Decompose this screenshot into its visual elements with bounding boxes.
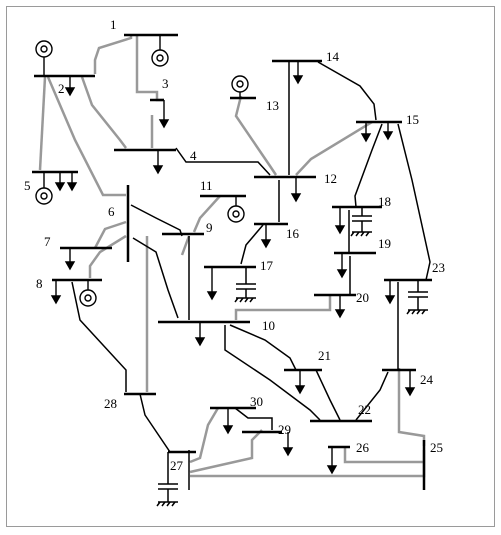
load-arrow-icon: [290, 177, 302, 203]
load-arrow-icon: [152, 150, 164, 175]
bus-label-10: 10: [262, 318, 275, 333]
bus-labels: 1 2 3 4 5 6 7 8 9 10 11 12 13 14 15 16 1…: [24, 17, 445, 473]
loads: [50, 61, 416, 475]
bus-label-2: 2: [58, 81, 65, 96]
generator-icon: [231, 75, 249, 98]
capacitors: [156, 207, 428, 507]
load-arrow-icon: [158, 100, 170, 129]
bus-label-21: 21: [318, 348, 331, 363]
bus-label-11: 11: [200, 178, 213, 193]
load-arrow-icon: [326, 447, 338, 475]
bus-label-5: 5: [24, 178, 31, 193]
bus-label-25: 25: [430, 440, 443, 455]
bus-label-3: 3: [162, 76, 169, 91]
bus-label-9: 9: [206, 220, 213, 235]
shunt-capacitor-icon: [156, 452, 178, 507]
bus-label-18: 18: [378, 194, 391, 209]
load-arrow-icon: [334, 295, 346, 319]
bus-label-27: 27: [170, 458, 184, 473]
shunt-capacitor-icon: [350, 207, 372, 237]
bus-label-26: 26: [356, 440, 370, 455]
load-arrow-icon: [404, 370, 416, 397]
generator-icon: [79, 280, 97, 307]
bus-label-16: 16: [286, 226, 300, 241]
bus-label-29: 29: [278, 422, 291, 437]
generator-icon: [35, 172, 53, 205]
black-lines: [71, 61, 431, 490]
shunt-capacitor-icon: [406, 280, 428, 315]
load-arrow-icon: [382, 122, 394, 141]
bus-label-8: 8: [36, 276, 43, 291]
load-arrow-icon: [294, 370, 306, 395]
bus-label-13: 13: [266, 98, 279, 113]
load-arrow-icon: [334, 207, 346, 235]
bus-label-20: 20: [356, 290, 369, 305]
load-arrow-icon: [360, 122, 372, 143]
load-arrow-icon: [206, 267, 218, 301]
bus-label-30: 30: [250, 394, 263, 409]
bus-label-23: 23: [432, 260, 445, 275]
bus-label-22: 22: [358, 402, 371, 417]
load-arrow-icon: [66, 172, 78, 192]
generators: [35, 35, 249, 307]
generator-icon: [227, 196, 245, 223]
generator-icon: [35, 40, 53, 76]
load-arrow-icon: [64, 76, 76, 97]
load-arrow-icon: [336, 253, 348, 279]
bus-label-6: 6: [108, 204, 115, 219]
bus-label-17: 17: [260, 258, 274, 273]
bus-label-28: 28: [104, 396, 117, 411]
load-arrow-icon: [292, 61, 304, 85]
bus-label-1: 1: [110, 17, 117, 32]
bus-label-19: 19: [378, 236, 391, 251]
bus-label-14: 14: [326, 49, 340, 64]
shunt-capacitor-icon: [234, 267, 256, 303]
load-arrow-icon: [222, 408, 234, 435]
bus-label-24: 24: [420, 372, 434, 387]
load-arrow-icon: [384, 280, 396, 305]
bus-label-7: 7: [44, 234, 51, 249]
bus-label-15: 15: [406, 112, 419, 127]
generator-icon: [151, 35, 169, 67]
bus-label-12: 12: [324, 171, 337, 186]
load-arrow-icon: [194, 322, 206, 347]
load-arrow-icon: [50, 280, 62, 305]
load-arrow-icon: [64, 248, 76, 271]
load-arrow-icon: [282, 432, 294, 457]
bus-label-4: 4: [190, 148, 197, 163]
load-arrow-icon: [54, 172, 66, 192]
load-arrow-icon: [260, 224, 272, 249]
